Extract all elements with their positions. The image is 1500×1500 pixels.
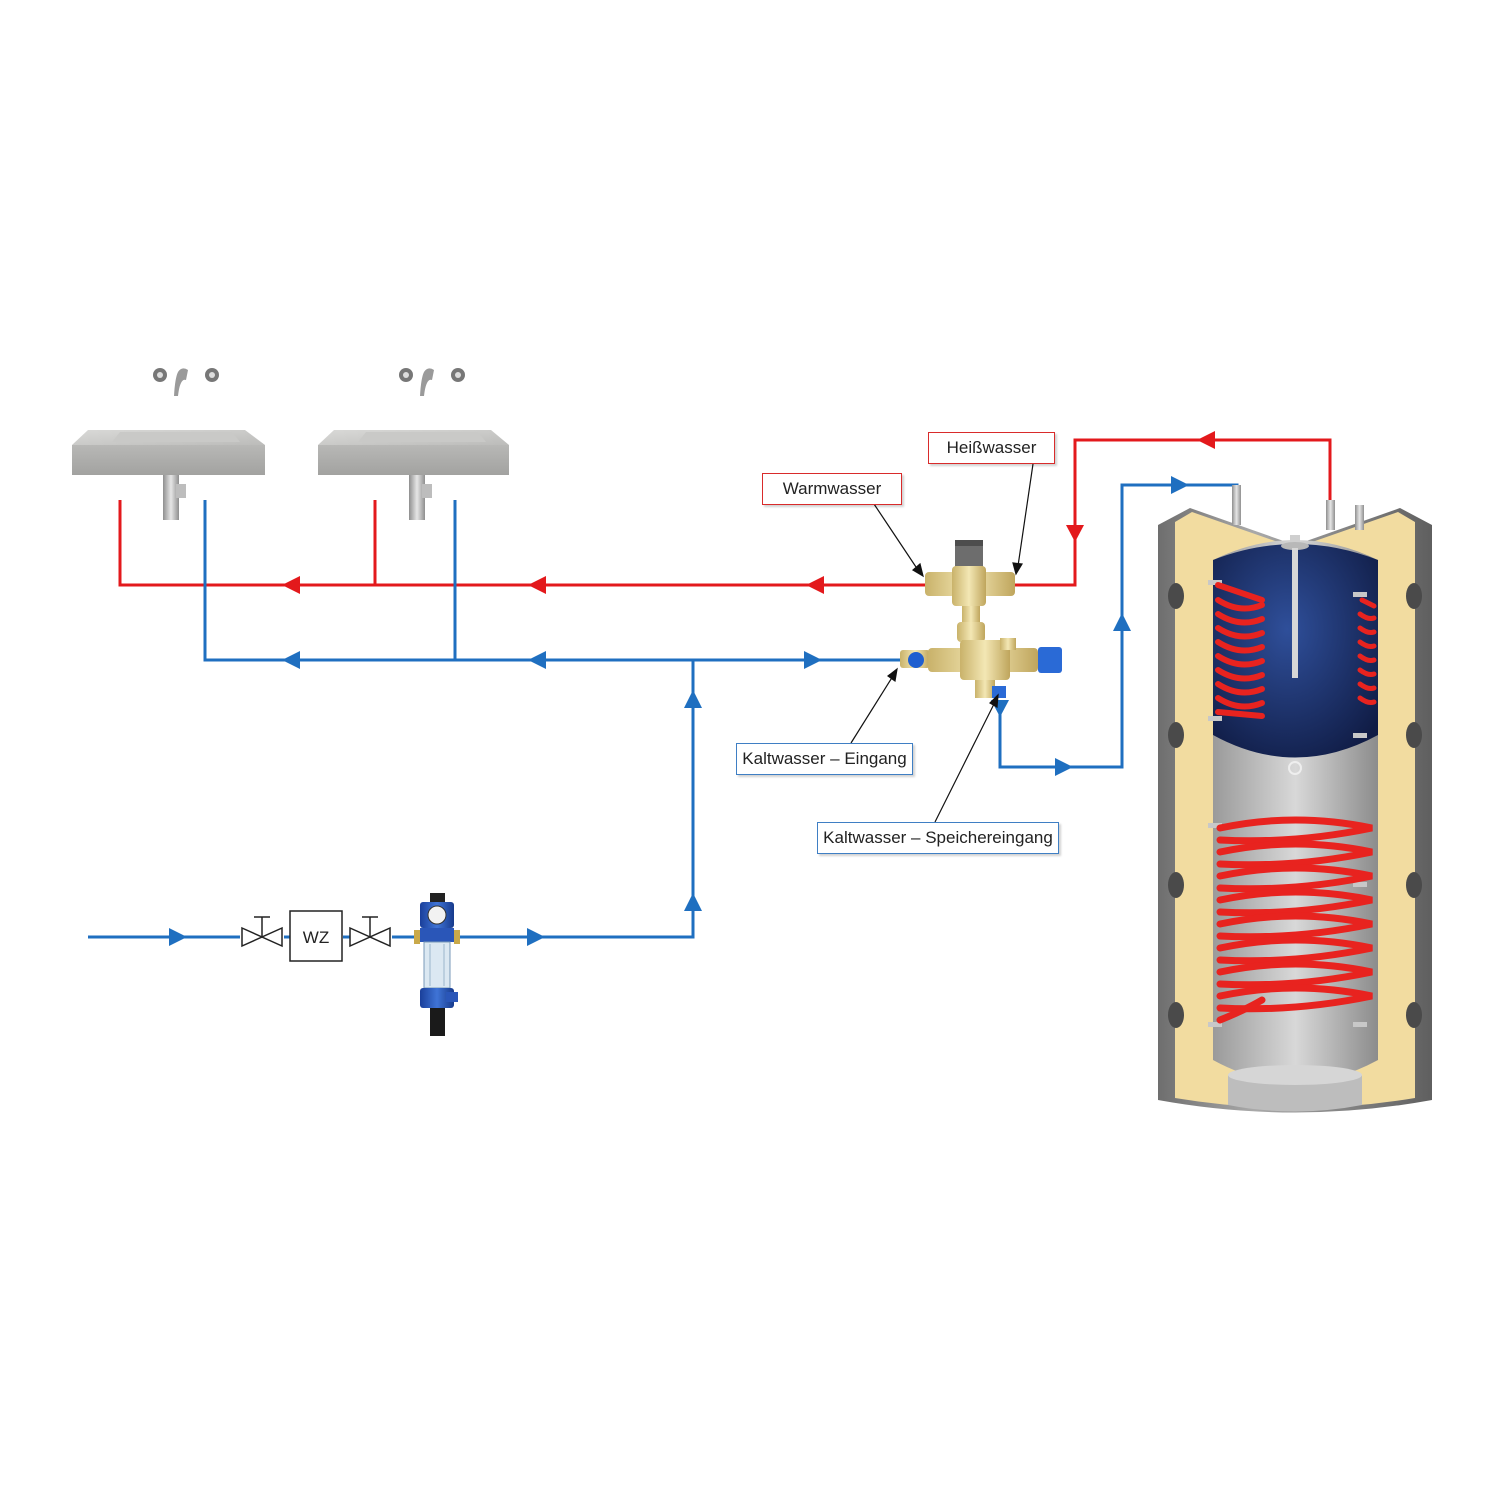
water-meter-label: WZ	[303, 928, 329, 947]
leader-lines	[850, 463, 1034, 823]
label-heisswasser: Heißwasser	[928, 432, 1055, 464]
upper-heat-coil	[1215, 582, 1265, 719]
hot-water-pipes	[118, 438, 1332, 587]
faucet-right	[399, 368, 465, 396]
water-meter	[289, 910, 343, 962]
washbasin-left	[72, 368, 265, 520]
shutoff-valve-2	[349, 916, 391, 948]
hot-flow-arrows	[282, 431, 1215, 594]
cold-water-pipes	[88, 483, 1239, 939]
washbasin-right	[318, 368, 509, 520]
label-kaltwasser-speichereingang: Kaltwasser – Speichereingang	[817, 822, 1059, 854]
label-kaltwasser-eingang: Kaltwasser – Eingang	[736, 743, 913, 775]
label-warmwasser: Warmwasser	[762, 473, 902, 505]
water-filter	[414, 893, 460, 1036]
storage-tank	[1158, 485, 1432, 1113]
shutoff-valve-1	[241, 916, 283, 948]
faucet-left	[153, 368, 219, 396]
thermostatic-mixing-valve	[900, 540, 1062, 698]
lower-heat-coil	[1216, 816, 1373, 1024]
cold-flow-arrows	[169, 476, 1189, 946]
